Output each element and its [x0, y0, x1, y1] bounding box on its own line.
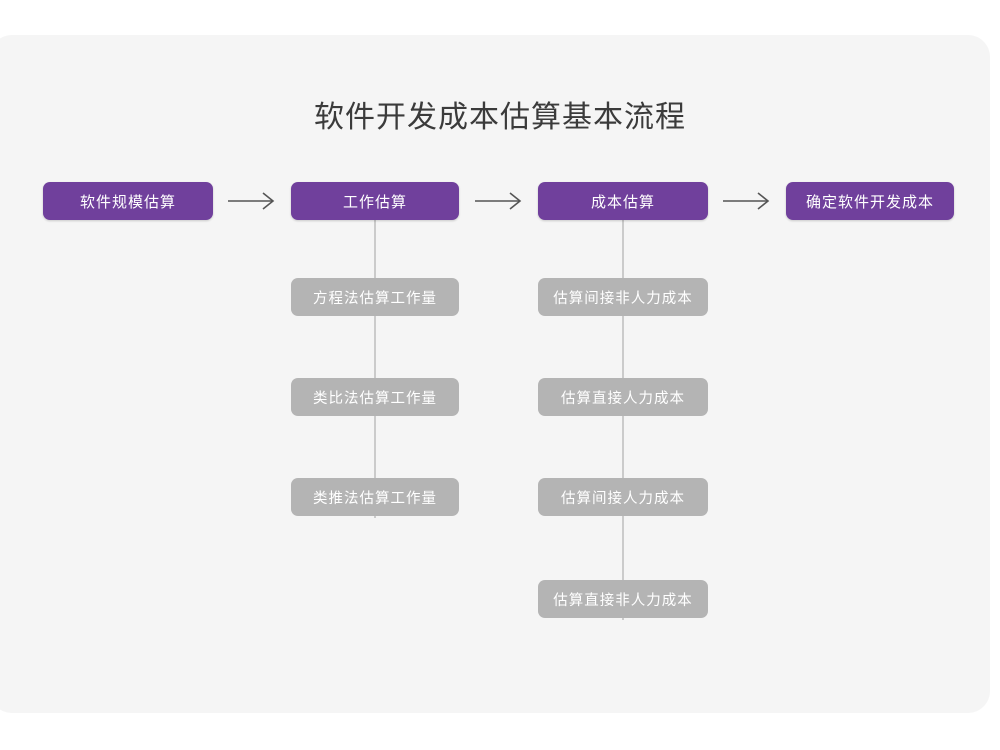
flow-subnode-stage-2-sub-2[interactable]: 类比法估算工作量	[291, 378, 459, 416]
flow-subnode-stage-2-sub-3[interactable]: 类推法估算工作量	[291, 478, 459, 516]
connector-line	[374, 220, 376, 518]
flow-node-stage-4[interactable]: 确定软件开发成本	[786, 182, 954, 220]
content-card	[0, 35, 990, 713]
arrow-right-icon	[226, 189, 278, 213]
flow-node-stage-1[interactable]: 软件规模估算	[43, 182, 213, 220]
flow-node-stage-2[interactable]: 工作估算	[291, 182, 459, 220]
flow-subnode-stage-3-sub-4[interactable]: 估算直接非人力成本	[538, 580, 708, 618]
flow-subnode-stage-3-sub-2[interactable]: 估算直接人力成本	[538, 378, 708, 416]
page-title: 软件开发成本估算基本流程	[314, 101, 686, 134]
flow-node-stage-3[interactable]: 成本估算	[538, 182, 708, 220]
connector-line	[622, 220, 624, 620]
arrow-right-icon	[473, 189, 525, 213]
flow-subnode-stage-3-sub-1[interactable]: 估算间接非人力成本	[538, 278, 708, 316]
flow-subnode-stage-2-sub-1[interactable]: 方程法估算工作量	[291, 278, 459, 316]
flow-subnode-stage-3-sub-3[interactable]: 估算间接人力成本	[538, 478, 708, 516]
arrow-right-icon	[721, 189, 773, 213]
